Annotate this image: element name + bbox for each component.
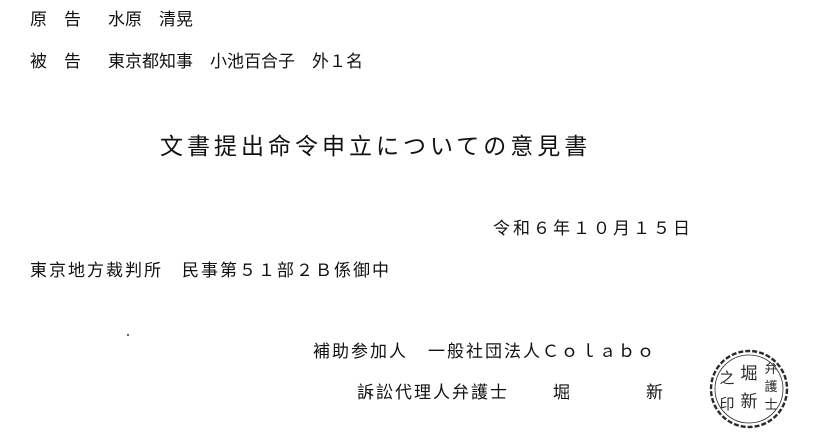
attorney-given-name: 新 <box>646 383 665 403</box>
svg-text:之: 之 <box>719 369 734 387</box>
scan-speck <box>127 334 129 336</box>
defendant-label: 被 告 <box>30 52 81 72</box>
document-date: 令和６年１０月１５日 <box>493 219 693 239</box>
svg-text:護: 護 <box>764 379 777 395</box>
plaintiff-line: 原 告 水原 清晃 <box>30 12 193 29</box>
defendant-line: 被 告 東京都知事 小池百合子 外１名 <box>30 54 363 71</box>
plaintiff-name: 水原 清晃 <box>108 10 193 30</box>
applicant-role: 補助参加人 <box>313 342 408 362</box>
plaintiff-label: 原 告 <box>30 10 81 30</box>
defendant-name: 東京都知事 小池百合子 外１名 <box>108 52 363 72</box>
applicant-line: 補助参加人一般社団法人Ｃｏｌａｂｏ <box>313 344 656 361</box>
court-addressee: 東京地方裁判所 民事第５１部２Ｂ係御中 <box>30 261 391 281</box>
attorney-surname: 堀 <box>553 383 572 403</box>
svg-text:士: 士 <box>764 398 777 413</box>
svg-text:弁: 弁 <box>764 362 777 377</box>
attorney-line: 訴訟代理人弁護士 堀 新 <box>357 385 665 402</box>
applicant-name: 一般社団法人Ｃｏｌａｂｏ <box>428 342 656 362</box>
document-title: 文書提出命令申立についての意見書 <box>160 134 592 160</box>
svg-text:新: 新 <box>741 392 758 412</box>
svg-text:堀: 堀 <box>741 364 758 384</box>
svg-text:印: 印 <box>719 395 734 413</box>
attorney-role: 訴訟代理人弁護士 <box>357 383 509 403</box>
attorney-seal-stamp: 弁 護 士 堀 新 之 印 <box>709 349 789 429</box>
